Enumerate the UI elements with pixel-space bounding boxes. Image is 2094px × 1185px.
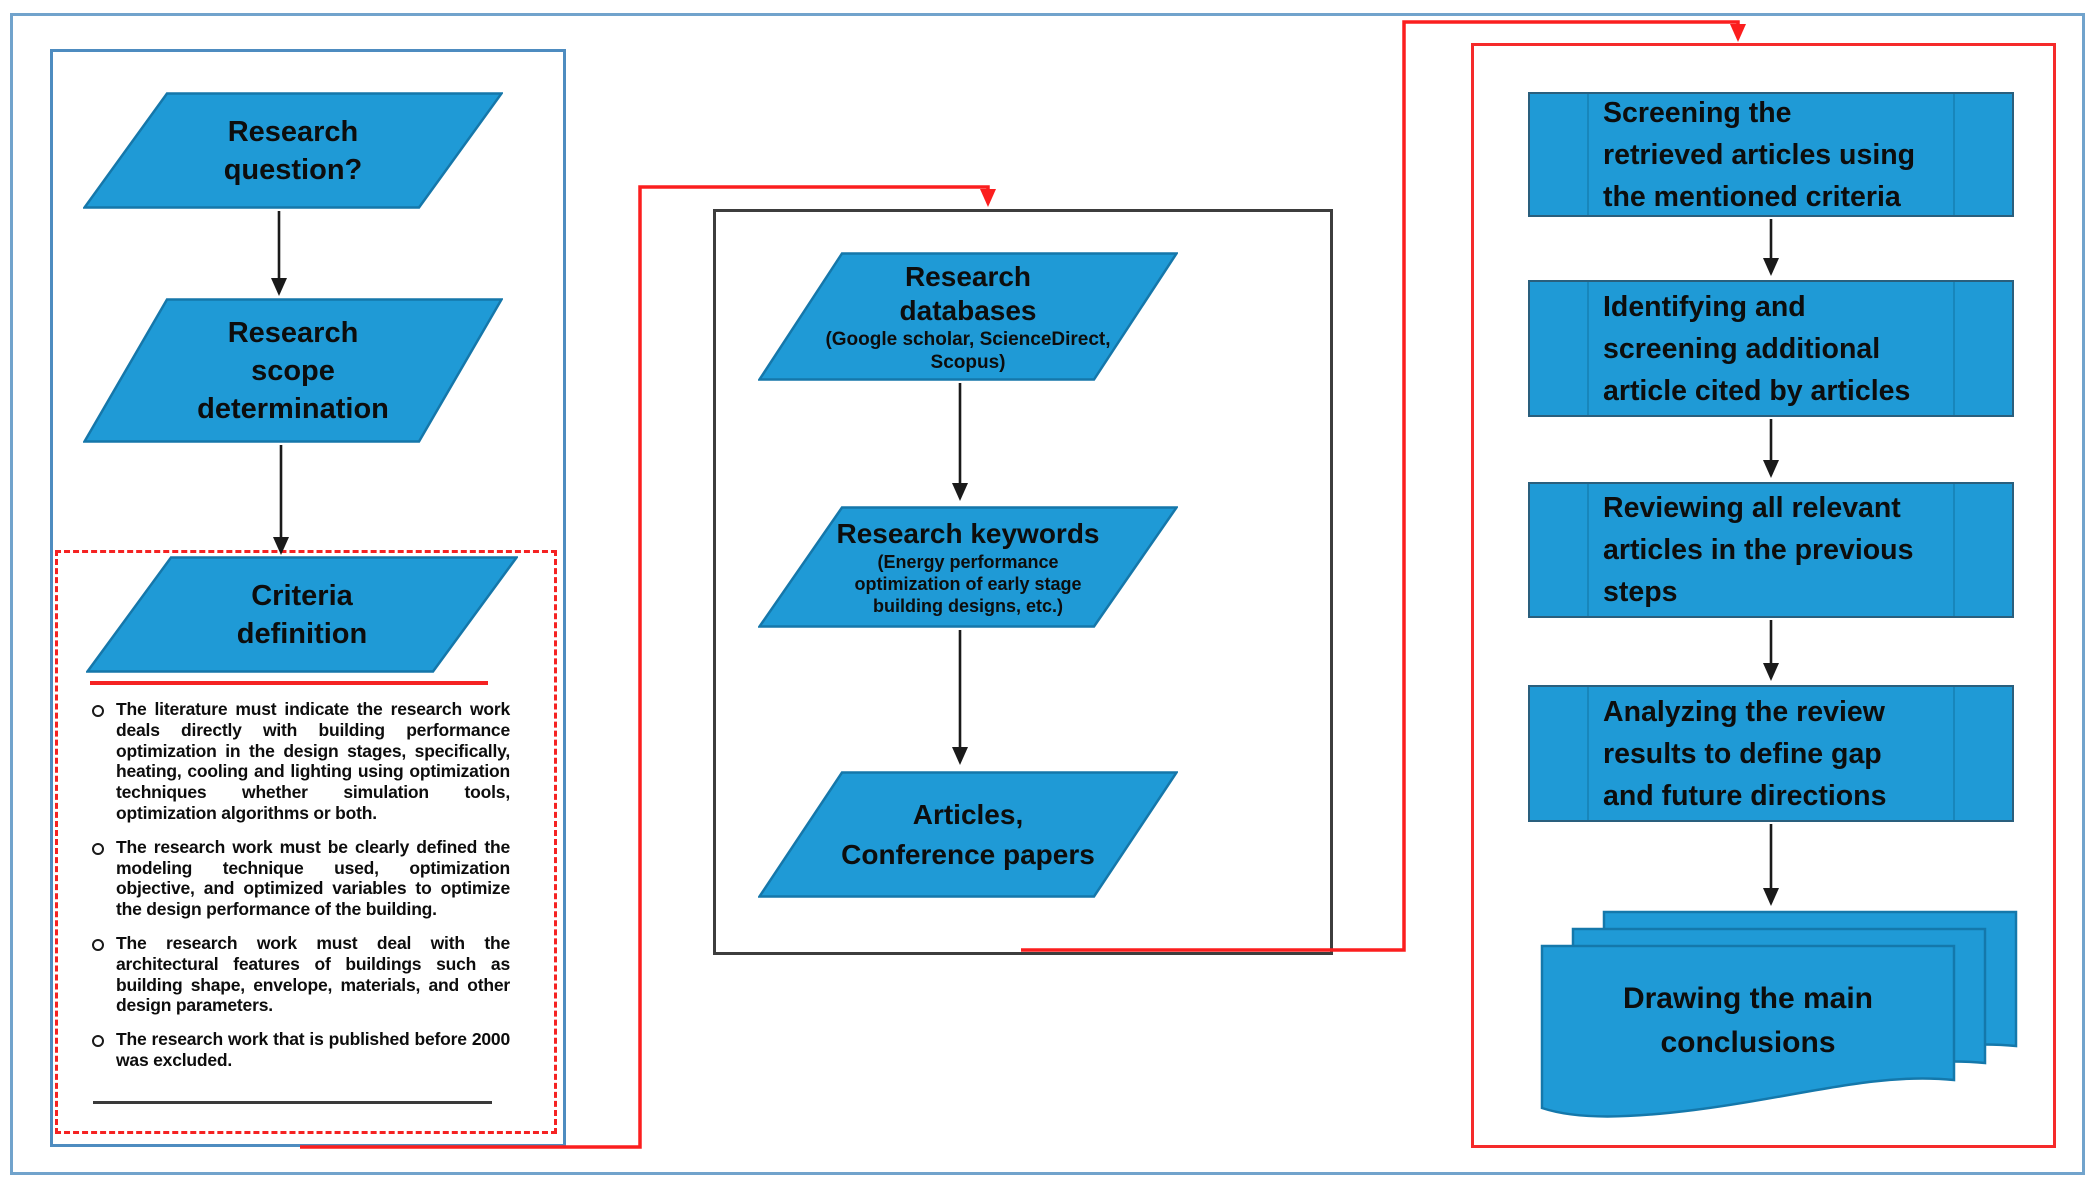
criteria-definition-shape: Criteria definition [86, 556, 518, 673]
articles-label: Articles, Conference papers [841, 798, 1095, 870]
box-divider-left [1587, 282, 1589, 415]
criteria-bottom-rule [93, 1101, 492, 1104]
criteria-text: The literature must indicate the researc… [116, 699, 510, 823]
research-databases-label: Research databases (Google scholar, Scie… [758, 252, 1178, 381]
box-divider-right [1953, 94, 1955, 215]
box-divider-left [1587, 484, 1589, 616]
research-keywords-title: Research keywords [836, 518, 1100, 549]
list-item: The research work must deal with the arc… [90, 933, 510, 1016]
conclusions-label: Drawing the main conclusions [1622, 982, 1874, 1059]
box-divider-left [1587, 94, 1589, 215]
analyzing-box: Analyzing the review results to define g… [1528, 685, 2014, 822]
box-divider-right [1953, 282, 1955, 415]
research-keywords-label: Research keywords (Energy performance op… [758, 506, 1178, 628]
analyzing-label: Analyzing the review results to define g… [1603, 695, 1887, 812]
circle-bullet-icon [92, 938, 104, 951]
list-item: The research work that is published befo… [90, 1029, 510, 1071]
research-scope-shape: Research scope determination [83, 298, 503, 443]
research-keywords-subtitle: (Energy performance optimization of earl… [854, 552, 1082, 616]
criteria-list: The literature must indicate the researc… [90, 699, 510, 1084]
criteria-definition-label: Criteria definition [236, 579, 368, 650]
research-question-label: Research question? [223, 115, 363, 186]
screening-label: Screening the retrieved articles using t… [1603, 96, 1916, 213]
research-scope-label: Research scope determination [197, 316, 389, 425]
circle-bullet-icon [92, 842, 104, 855]
research-keywords-shape: Research keywords (Energy performance op… [758, 506, 1178, 628]
screening-box: Screening the retrieved articles using t… [1528, 92, 2014, 217]
box-divider-right [1953, 484, 1955, 616]
research-databases-shape: Research databases (Google scholar, Scie… [758, 252, 1178, 381]
criteria-text: The research work that is published befo… [116, 1029, 510, 1070]
criteria-text: The research work must be clearly define… [116, 836, 510, 920]
research-question-shape: Research question? [83, 92, 503, 209]
criteria-text: The research work must deal with the arc… [116, 932, 510, 1016]
list-item: The literature must indicate the researc… [90, 699, 510, 824]
identifying-box: Identifying and screening additional art… [1528, 280, 2014, 417]
box-divider-left [1587, 687, 1589, 820]
reviewing-label: Reviewing all relevant articles in the p… [1603, 492, 1914, 608]
multidocument-icon [1540, 910, 2018, 1118]
box-divider-right [1953, 687, 1955, 820]
list-item: The research work must be clearly define… [90, 837, 510, 920]
outer-border [10, 13, 2085, 1175]
research-databases-subtitle: (Google scholar, ScienceDirect, Scopus) [825, 328, 1111, 373]
reviewing-box: Reviewing all relevant articles in the p… [1528, 482, 2014, 618]
circle-bullet-icon [92, 1035, 104, 1048]
circle-bullet-icon [92, 705, 104, 717]
research-databases-title: Research databases [899, 260, 1037, 326]
articles-shape: Articles, Conference papers [758, 771, 1178, 898]
criteria-red-underline [90, 681, 488, 685]
identifying-label: Identifying and screening additional art… [1603, 290, 1911, 407]
